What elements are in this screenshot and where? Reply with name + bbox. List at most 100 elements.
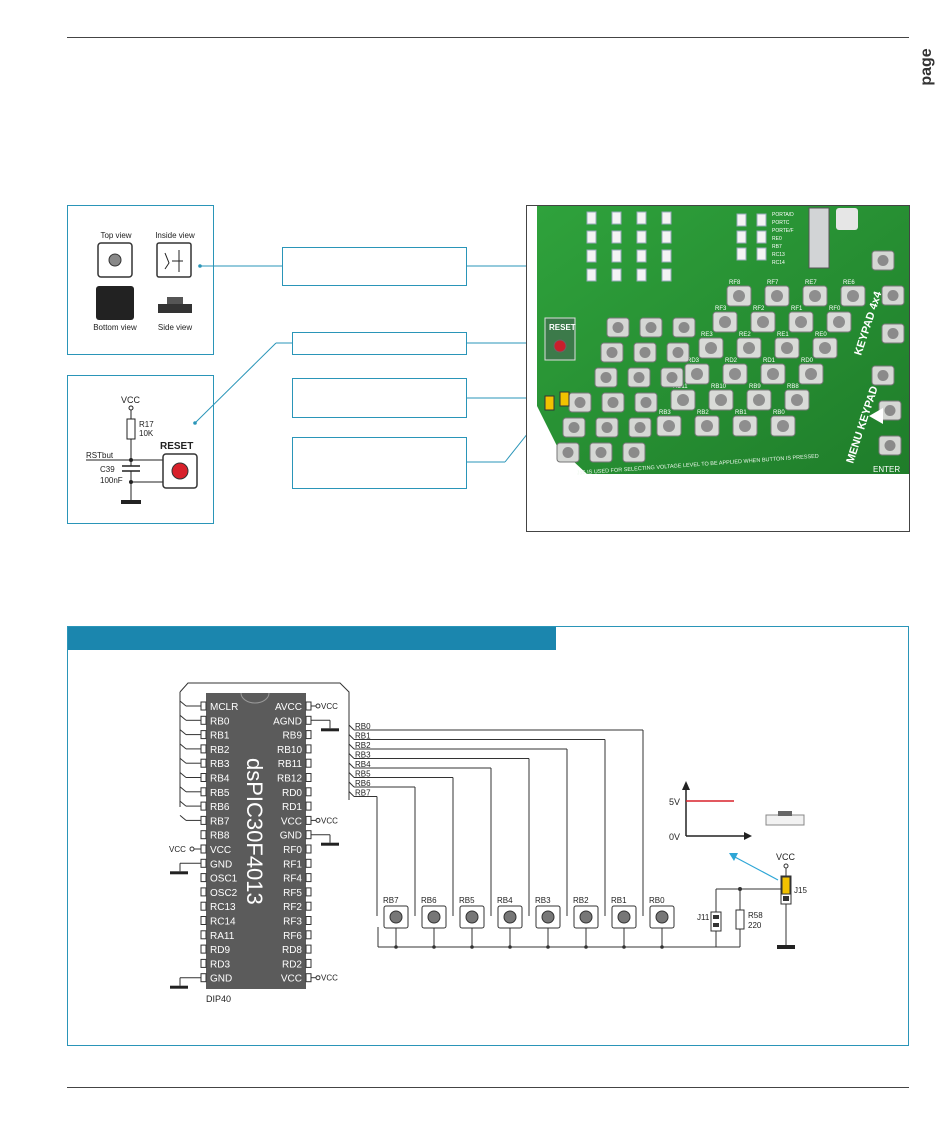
bus-net-label: RB3	[355, 751, 371, 760]
chip-pin-label-left: RD3	[210, 959, 230, 970]
chip-pin-right	[305, 787, 312, 797]
keypad-key-label: RB3	[659, 410, 671, 416]
chip-pin-label-right: GND	[280, 831, 302, 842]
photo-reset-label: RESET	[549, 323, 576, 332]
keypad-key-label: RE2	[739, 332, 751, 338]
keypad-key-cap	[701, 420, 713, 432]
chip-pin-left	[200, 758, 207, 768]
bottom-rule	[67, 1087, 909, 1088]
keypad-key-cap	[562, 447, 574, 458]
r17-label: R17	[139, 420, 154, 429]
callout-box-3	[292, 378, 467, 418]
bottom-view-label: Bottom view	[93, 323, 137, 332]
chip-pin-label-right: RB10	[277, 745, 302, 756]
ground-symbol	[321, 728, 339, 732]
keypad-key-cap	[833, 316, 845, 328]
keypad-key-cap	[691, 368, 703, 380]
j15-ground	[777, 945, 795, 949]
reset-button-cap	[171, 462, 189, 480]
chip-pin-left	[200, 858, 207, 868]
keypad-key-label: RB8	[787, 384, 799, 390]
chip-pin-right	[305, 958, 312, 968]
chip-pin-label-left: GND	[210, 859, 232, 870]
led-indicator	[661, 268, 672, 282]
keypad-key-label: RF0	[829, 306, 841, 312]
photo-reset-button	[553, 339, 567, 353]
chip-pin-label-right: RF6	[283, 931, 302, 942]
c39-label: C39	[100, 465, 115, 474]
led-indicator	[611, 268, 622, 282]
keypad-key-cap	[645, 322, 657, 333]
led-indicator	[736, 247, 747, 261]
led-indicator	[636, 211, 647, 225]
chip-pin-left	[200, 844, 207, 854]
chip-pin-right	[305, 887, 312, 897]
keypad-key-label: RF1	[791, 306, 803, 312]
keypad-key-cap	[739, 420, 751, 432]
keypad-key-cap	[677, 394, 689, 406]
chip-pin-right	[305, 944, 312, 954]
side-label: PORTA/D	[772, 212, 794, 218]
chip-pin-label-left: RB0	[210, 716, 230, 727]
side-view-label: Side view	[158, 323, 192, 332]
chip-pin-label-right: RF4	[283, 874, 302, 885]
bus-net-label: RB5	[355, 770, 371, 779]
keypad-key-cap	[574, 397, 586, 408]
chip-pin-left	[200, 815, 207, 825]
menu-key-cap	[884, 405, 896, 416]
side-view-plunger	[167, 297, 183, 304]
side-label: RC14	[772, 260, 785, 266]
graph-pointer	[732, 855, 779, 881]
keypad-key-cap	[634, 422, 646, 433]
keypad-key-cap	[607, 397, 619, 408]
schematic-button-cap	[465, 910, 479, 924]
chip-pin-label-left: RC14	[210, 917, 236, 928]
button-label: RB6	[421, 896, 437, 905]
jumper-1	[544, 395, 555, 411]
keypad-key-cap	[595, 447, 607, 458]
schematic-button-cap	[389, 910, 403, 924]
chip-pin-label-left: VCC	[210, 845, 231, 856]
chip-pin-label-right: RB9	[283, 731, 303, 742]
top-rule	[67, 37, 909, 38]
dip-switch	[808, 207, 830, 269]
keypad-key-cap	[733, 290, 745, 302]
keypad-key-label: RB10	[711, 384, 727, 390]
keypad-key-label: RE3	[701, 332, 713, 338]
r58-value: 220	[748, 921, 762, 930]
led-indicator	[611, 249, 622, 263]
keypad-key-cap	[678, 322, 690, 333]
keypad-key-cap	[809, 290, 821, 302]
schematic-button-cap	[617, 910, 631, 924]
led-indicator	[586, 268, 597, 282]
button-label: RB7	[383, 896, 399, 905]
chip-pin-left	[200, 744, 207, 754]
led-indicator	[611, 211, 622, 225]
reset-circuit-panel: VCC R17 10K RSTbut C39 100nF RESET	[67, 375, 214, 524]
led-indicator	[661, 230, 672, 244]
chip-pin-label-right: RF5	[283, 888, 302, 899]
led-indicator	[756, 213, 767, 227]
keypad-key-cap	[715, 394, 727, 406]
side-label: RE0	[772, 236, 782, 242]
callout-box-2	[292, 332, 467, 355]
keypad-key-cap	[729, 368, 741, 380]
led-indicator	[636, 230, 647, 244]
keypad-key-cap	[663, 420, 675, 432]
keypad-key-label: RB2	[697, 410, 709, 416]
chip-pin-right	[305, 701, 312, 711]
chip-pin-label-left: RB1	[210, 731, 230, 742]
arrow-left-icon	[869, 408, 883, 424]
keypad-key-label: RB9	[749, 384, 761, 390]
r58-label: R58	[748, 911, 763, 920]
chip-pin-label-left: OSC2	[210, 888, 238, 899]
led-indicator	[611, 230, 622, 244]
keypad-key-label: RF2	[753, 306, 765, 312]
callout-box-4	[292, 437, 467, 489]
schematic-button-cap	[427, 910, 441, 924]
keypad-key-label: RF3	[715, 306, 727, 312]
reset-button-label: RESET	[160, 441, 193, 452]
chip-pin-left	[200, 830, 207, 840]
menu-key-cap	[887, 290, 899, 301]
